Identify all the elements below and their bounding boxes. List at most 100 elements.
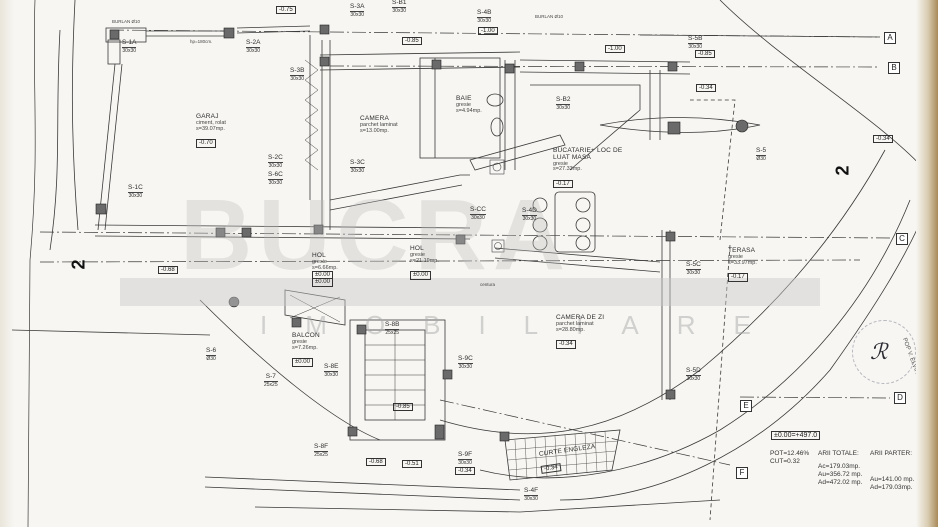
room-floor: gresie xyxy=(553,160,568,167)
level-tag: -0.34 xyxy=(696,84,716,93)
ground-floor-areas: ARII PARTER: Au=141.00 mp. Ad=179.03mp. xyxy=(870,450,914,492)
room-floor: gresie xyxy=(728,253,743,260)
signature-icon: ℛ xyxy=(870,340,888,365)
room-level: ±0.00 xyxy=(312,278,333,287)
level-tag: -0.85 xyxy=(695,50,715,59)
level-tag: -1.00 xyxy=(605,45,625,54)
column-dim: 30x30 xyxy=(686,268,701,276)
axis-marker-a: A xyxy=(884,32,896,44)
section-marker-left: 2 xyxy=(68,259,89,270)
column-dim: 30x30 xyxy=(524,494,539,502)
room-floor: parchet laminat xyxy=(556,320,594,327)
column-dim: 30x30 xyxy=(128,191,143,199)
architect-stamp xyxy=(852,320,916,384)
room-name: BUCATARIE+ LOC DE LUAT MASA xyxy=(553,147,623,161)
room-camera: CAMERA parchet laminat s=13.00mp. xyxy=(360,115,398,134)
column-dim: 30x30 xyxy=(268,178,283,186)
au-value: Au=356.72 mp. xyxy=(818,471,863,479)
room-camera-de-zi: CAMERA DE ZI parchet laminat s=28.80mp. … xyxy=(556,314,605,350)
section-marker-right: 2 xyxy=(832,165,853,176)
room-hol-large: HOL gresie s=21.19mp. ±0.00 xyxy=(410,245,439,281)
column-dim: 30x30 xyxy=(350,166,365,174)
column-dim: Ø30 xyxy=(756,154,767,162)
room-area: s=27.33mp. xyxy=(553,166,582,173)
column-id: S-5 xyxy=(756,147,767,154)
column-id: S-8F xyxy=(314,443,329,450)
room-level: ±0.00 xyxy=(292,358,313,367)
level-tag: ±0.00 xyxy=(312,271,333,280)
column-dim: 25x25 xyxy=(264,380,278,388)
room-name: BALCON xyxy=(292,332,320,339)
column-dim: 30x30 xyxy=(522,214,537,222)
column-id: S-B1 xyxy=(392,0,407,6)
room-level: -0.17 xyxy=(553,180,573,189)
room-area: s=28.80mp. xyxy=(556,326,585,333)
room-area: s=33.97mp. xyxy=(728,259,757,266)
room-balcon: BALCON gresie s=7.26mp. ±0.00 xyxy=(292,332,320,368)
room-area: s=13.00mp. xyxy=(360,127,389,134)
room-level: ±0.00 xyxy=(410,271,431,280)
total-areas-title: ARII TOTALE: xyxy=(818,450,859,457)
column-dim: 30x30 xyxy=(688,42,703,50)
room-baie: BAIE gresie s=4.94mp. xyxy=(456,95,482,114)
column-dim: 30x30 xyxy=(324,370,339,378)
pot-value: POT=12.46% xyxy=(770,450,810,457)
room-name: CAMERA DE ZI xyxy=(556,314,605,321)
ac-value: Ac=179.03mp. xyxy=(818,463,861,471)
watermark-band xyxy=(120,278,820,306)
level-tag: -0.34 xyxy=(873,135,893,144)
room-name: GARAJ xyxy=(196,113,219,120)
column-id: S-5C xyxy=(686,261,701,268)
grinda-annotation: hp=180cm. xyxy=(190,39,213,44)
room-level: -0.34 xyxy=(556,340,576,349)
room-level: -0.17 xyxy=(728,273,748,282)
watermark-subtitle: IMOBILIARE xyxy=(260,310,789,340)
column-id: S-1C xyxy=(128,184,143,191)
level-tag: -0.68 xyxy=(366,458,386,467)
axis-marker-c: C xyxy=(896,233,908,245)
burlan-annotation: BURLAN Ø10 xyxy=(112,19,141,24)
column-id: S-5B xyxy=(688,35,703,42)
column-id: S-3A xyxy=(350,3,365,10)
room-name: TERASA xyxy=(728,247,756,254)
column-id: S-9C xyxy=(458,355,473,362)
ad-value: Ad=472.02 mp. xyxy=(818,479,863,487)
level-tag: -0.51 xyxy=(402,460,422,469)
cut-value: CUT=0.32 xyxy=(770,458,800,466)
room-area: s=39.07mp. xyxy=(196,125,225,132)
column-id: S-CC xyxy=(470,206,486,213)
axis-marker-e: E xyxy=(740,400,752,412)
axis-marker-f: F xyxy=(736,467,748,479)
room-level: -0.70 xyxy=(196,139,216,148)
column-id: S-3B xyxy=(290,67,305,74)
level-reference: ±0.00=+497.0 xyxy=(771,431,821,441)
axis-marker-d: D xyxy=(894,392,906,404)
column-id: S-3C xyxy=(350,159,365,166)
column-dim: 30x30 xyxy=(392,6,407,14)
column-dim: 30x30 xyxy=(470,213,486,221)
column-dim: 30x30 xyxy=(290,74,305,82)
ad-parter-value: Ad=179.03mp. xyxy=(870,484,913,492)
column-dim: 30x30 xyxy=(686,374,701,382)
column-id: S-4F xyxy=(524,487,539,494)
column-id: S-8B xyxy=(385,321,400,328)
watermark-logo: BUCRA xyxy=(180,179,572,291)
level-tag: -0.68 xyxy=(158,266,178,275)
room-area: s=21.19mp. xyxy=(410,257,439,264)
room-floor: ciment, rolat xyxy=(196,119,226,126)
column-id: S-4B xyxy=(477,9,492,16)
